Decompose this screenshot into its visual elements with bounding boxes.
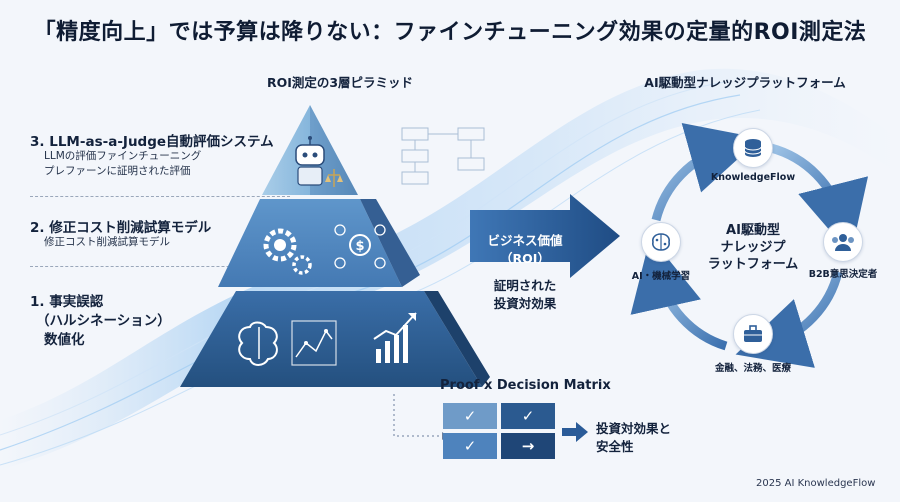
matrix-cell-check: ✓ xyxy=(501,403,555,429)
pyramid-middle-front xyxy=(218,199,402,287)
dotted-connector xyxy=(393,394,448,440)
cycle-arrow xyxy=(651,123,761,222)
layer-2-title: 2. 修正コスト削減試算モデル xyxy=(30,220,212,236)
layer-1-title: 1. 事実誤認 xyxy=(30,294,104,310)
brain-icon xyxy=(238,321,278,366)
pyramid-base-side xyxy=(424,291,490,387)
brain-circuit-icon xyxy=(641,222,681,262)
node-label-right: B2B意思決定者 xyxy=(808,269,878,280)
matrix-cell-check: ✓ xyxy=(443,403,497,429)
platform-heading: AI駆動型ナレッジプラットフォーム xyxy=(644,75,846,90)
cycle-arrow xyxy=(769,143,869,255)
platform-center-2: ナレッジプ xyxy=(720,240,786,255)
node-label-bottom: 金融、法務、医療 xyxy=(714,363,791,374)
currency-flow-icon: $ xyxy=(334,224,386,269)
svg-text:$: $ xyxy=(355,239,364,254)
robot-judge-icon xyxy=(295,136,343,187)
gear-icon xyxy=(263,228,312,275)
matrix-result-arrow xyxy=(562,422,588,442)
matrix-result-1: 投資対効果と xyxy=(596,421,672,436)
arrow-result-2: 投資対効果 xyxy=(493,296,557,311)
matrix-cell-check: ✓ xyxy=(443,433,497,459)
node-label-top: KnowledgeFlow xyxy=(710,172,796,183)
roi-pyramid: $ xyxy=(180,105,490,387)
growth-chart-icon xyxy=(373,312,417,363)
pyramid-middle-side xyxy=(360,199,420,287)
layer-2-desc: 修正コスト削減試算モデル xyxy=(44,236,170,248)
database-icon xyxy=(733,128,773,168)
decision-matrix: ✓ ✓ ✓ → xyxy=(443,403,555,459)
node-label-left: AI・機械学習 xyxy=(631,271,691,282)
arrow-label-1: ビジネス価値 xyxy=(487,233,563,248)
scatter-analysis-icon xyxy=(291,320,337,366)
matrix-heading: Proof x Decision Matrix xyxy=(440,378,611,393)
pyramid-heading: ROI測定の3層ピラミッド xyxy=(266,75,414,90)
layer-3-title: 3. LLM-as-a-Judge自動評価システム xyxy=(30,134,274,150)
briefcase-icon xyxy=(733,314,773,354)
platform-cycle xyxy=(630,123,869,368)
flowchart-decoration xyxy=(401,127,485,185)
separator xyxy=(30,266,290,267)
arrow-label-2: （ROI） xyxy=(500,251,550,266)
users-icon xyxy=(823,222,863,262)
business-value-arrow xyxy=(470,194,620,278)
arrow-result-1: 証明された xyxy=(493,278,557,293)
layer-3-desc-2: プレファーンに証明された評価 xyxy=(44,165,191,177)
footer-credit: 2025 AI KnowledgeFlow xyxy=(756,478,876,489)
cycle-arrow xyxy=(630,236,728,351)
layer-1-line-3: 数値化 xyxy=(44,332,85,348)
platform-center-3: ラットフォーム xyxy=(707,257,799,272)
page-title: 「精度向上」では予算は降りない：ファインチューニング効果の定量的ROI測定法 xyxy=(33,20,867,45)
cycle-arrow xyxy=(735,270,843,368)
matrix-result-2: 安全性 xyxy=(596,439,634,454)
separator xyxy=(30,196,290,197)
matrix-cell-arrow: → xyxy=(501,433,555,459)
platform-center-1: AI駆動型 xyxy=(726,223,780,238)
layer-1-line-2: （ハルシネーション） xyxy=(36,313,171,329)
layer-3-desc-1: LLMの評価ファインチューニング xyxy=(44,150,202,162)
